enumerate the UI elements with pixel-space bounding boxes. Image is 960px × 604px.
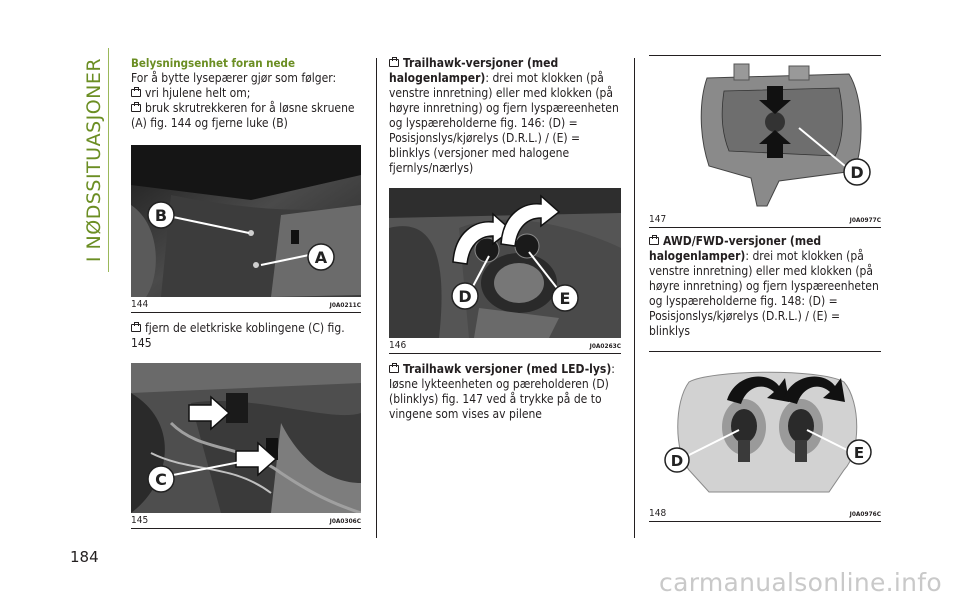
figure-code: J0A0976C [849, 510, 881, 518]
bullet-icon [389, 363, 399, 373]
figure-caption: 147 J0A0977C [649, 214, 881, 228]
column-divider-1 [376, 58, 377, 538]
figure-144-image: B A [131, 145, 361, 297]
figure-caption: 148 J0A0976C [649, 508, 881, 522]
column-divider-2 [634, 58, 635, 538]
figure-145: C 145 J0A0306C [131, 363, 361, 529]
bullet-icon [131, 87, 141, 97]
item-trailhawk-halogen: Trailhawk-versjoner (med halogenlamper):… [389, 56, 619, 175]
figure-code: J0A0977C [849, 216, 881, 224]
figure-146-image: D E [389, 188, 621, 338]
figure-caption: 146 J0A0263C [389, 340, 621, 354]
figure-148: D E 148 J0A0976C [649, 351, 881, 522]
figure-label: D [671, 452, 683, 470]
figure-146: D E 146 J0A0263C [389, 188, 621, 354]
figure-code: J0A0306C [329, 517, 361, 525]
bullet-icon [389, 57, 399, 67]
figure-label: A [315, 248, 328, 267]
step-1: vri hjulene helt om; [131, 86, 361, 101]
bullet-icon [131, 322, 141, 332]
figure-number: 144 [131, 299, 149, 310]
page-number: 184 [70, 548, 99, 566]
figure-label: E [854, 444, 864, 462]
column-3: D 147 J0A0977C AWD/FWD-versjoner (med ha… [649, 55, 881, 522]
figure-caption: 144 J0A0211C [131, 299, 361, 313]
figure-number: 147 [649, 214, 667, 225]
figure-144: B A 144 J0A0211C [131, 145, 361, 313]
column-2: Trailhawk-versjoner (med halogenlamper):… [389, 56, 621, 422]
column-1: Belysningsenhet foran nede For å bytte l… [131, 56, 361, 529]
figure-caption: 145 J0A0306C [131, 515, 361, 529]
figure-label: C [155, 470, 167, 489]
intro-text: For å bytte lysepærer gjør som følger: [131, 71, 337, 85]
figure-147-image: D [649, 56, 881, 208]
figure-label: D [850, 163, 863, 182]
figure-label: E [560, 289, 571, 308]
bullet-icon [131, 102, 141, 112]
figure-number: 148 [649, 508, 667, 519]
step-2: bruk skrutrekkeren for å løsne skruene (… [131, 101, 355, 130]
item-awd-fwd-halogen: AWD/FWD-versjoner (med halogenlamper): d… [649, 234, 879, 338]
figure-number: 146 [389, 340, 407, 351]
watermark: carmanualsonline.info [659, 568, 942, 597]
section-title: I NØDSSITUASJONER [83, 57, 105, 263]
figure-147: D 147 J0A0977C [649, 55, 881, 228]
figure-code: J0A0211C [329, 301, 361, 309]
figure-148-image: D E [649, 352, 881, 502]
figure-145-image: C [131, 363, 361, 513]
step-3: fjern de eletkriske koblingene (C) fig. … [131, 321, 345, 350]
item-trailhawk-led: Trailhawk versjoner (med LED-lys): Iøsne… [389, 362, 615, 421]
figure-number: 145 [131, 515, 149, 526]
subsection-heading: Belysningsenhet foran nede [131, 56, 295, 70]
figure-code: J0A0263C [589, 342, 621, 350]
bullet-icon [649, 235, 659, 245]
figure-label: B [155, 206, 167, 225]
figure-label: D [458, 287, 471, 306]
section-rule [108, 48, 109, 272]
